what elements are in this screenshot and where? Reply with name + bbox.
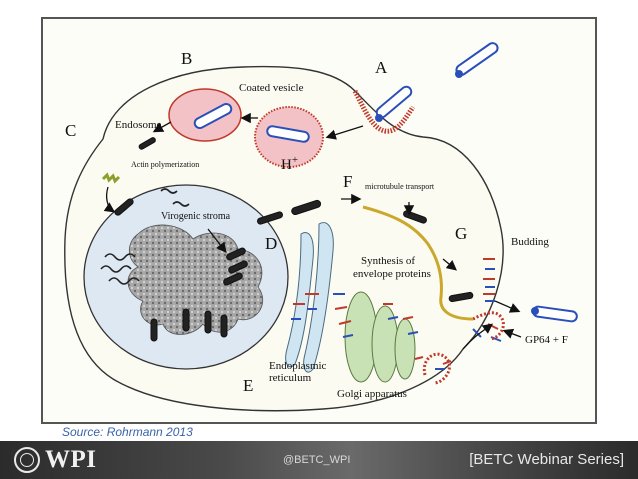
label-a: A <box>375 58 388 77</box>
virion-entering <box>375 85 413 122</box>
footer-bar: WPI @BETC_WPI [BETC Webinar Series] <box>0 441 638 479</box>
label-endosome: Endosome <box>115 119 162 131</box>
label-d: D <box>265 234 277 253</box>
label-golgi: Golgi apparatus <box>337 388 407 400</box>
budded-virion-outside <box>455 42 499 78</box>
wpi-seal-icon <box>14 447 40 473</box>
label-synthesis-1: Synthesis of <box>361 255 415 267</box>
label-microtubule: microtubule transport <box>365 182 435 191</box>
label-coated-vesicle: Coated vesicle <box>239 82 304 94</box>
label-er-1: Endoplasmic <box>269 360 327 372</box>
pathway-arrows <box>103 112 522 350</box>
label-virogenic: Virogenic stroma <box>161 211 231 222</box>
label-h-plus: H+ <box>281 154 298 173</box>
virion-in-vesicle <box>266 125 310 143</box>
label-actin: Actin polymerization <box>131 160 199 169</box>
label-f: F <box>343 172 352 191</box>
label-b: B <box>181 49 192 68</box>
transport-vesicle <box>422 352 451 385</box>
microtubule <box>362 205 474 321</box>
webinar-series-label: [BETC Webinar Series] <box>469 451 624 468</box>
label-er-2: reticulum <box>269 372 312 384</box>
label-c: C <box>65 121 76 140</box>
label-e: E <box>243 376 253 395</box>
label-budding: Budding <box>511 236 549 248</box>
source-caption: Source: Rohrmann 2013 <box>62 425 193 439</box>
baculovirus-infection-cycle-diagram: A B C D E F G Coated vesicle Endosome H+… <box>64 42 578 412</box>
label-synthesis-2: envelope proteins <box>353 268 431 280</box>
label-gp64: GP64 + F <box>525 334 568 346</box>
nuclear-nucleocapsids <box>150 247 248 342</box>
virion-in-endosome <box>193 102 233 130</box>
diagram-frame: A B C D E F G Coated vesicle Endosome H+… <box>41 17 597 424</box>
twitter-handle: @BETC_WPI <box>283 454 351 466</box>
actin-filament <box>101 172 121 184</box>
budding-membrane <box>472 311 505 341</box>
logo-text: WPI <box>45 446 97 473</box>
budded-virion-exit <box>531 305 578 323</box>
viral-dna-strands <box>100 188 190 285</box>
endoplasmic-reticulum <box>285 222 334 373</box>
wpi-logo: WPI <box>14 446 97 474</box>
label-g: G <box>455 224 467 243</box>
membrane-invagination <box>352 89 416 134</box>
